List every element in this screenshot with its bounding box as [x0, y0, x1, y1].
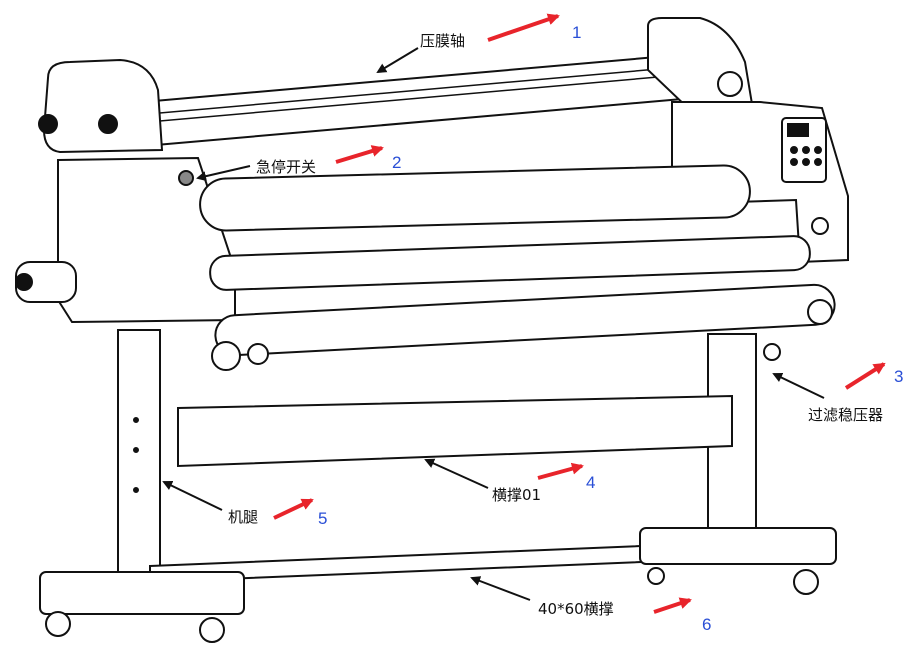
callout-number-2: 2 — [392, 153, 401, 172]
callout-1: 压膜轴 1 — [376, 13, 581, 74]
callout-2: 急停开关 2 — [196, 145, 401, 182]
right-base-foot — [639, 527, 837, 565]
callout-6: 40*60横撑 6 — [470, 576, 711, 634]
top-roller — [69, 52, 721, 152]
callout-label-6: 40*60横撑 — [538, 600, 614, 618]
middle-roller — [199, 164, 751, 232]
callout-label-4: 横撑01 — [492, 486, 541, 504]
callout-number-6: 6 — [702, 615, 711, 634]
crossbar-01 — [177, 394, 733, 468]
callout-label-1: 压膜轴 — [420, 32, 465, 50]
callout-number-1: 1 — [572, 23, 581, 42]
callout-number-4: 4 — [586, 473, 595, 492]
front-roller — [214, 283, 836, 357]
lower-roller — [209, 235, 811, 291]
callout-label-2: 急停开关 — [256, 158, 316, 176]
left-side-panel — [57, 156, 236, 324]
callout-4: 横撑01 4 — [424, 458, 595, 504]
callout-number-3: 3 — [894, 367, 903, 386]
callout-5: 机腿 5 — [162, 480, 327, 528]
left-leg — [117, 329, 161, 583]
machine-drawing — [15, 17, 849, 643]
callout-label-3: 过滤稳压器 — [808, 406, 883, 424]
callout-label-5: 机腿 — [228, 508, 258, 526]
callout-3: 过滤稳压器 3 — [772, 362, 903, 424]
left-roller-cap — [42, 58, 164, 154]
left-base-foot — [39, 571, 245, 615]
callout-number-5: 5 — [318, 509, 327, 528]
